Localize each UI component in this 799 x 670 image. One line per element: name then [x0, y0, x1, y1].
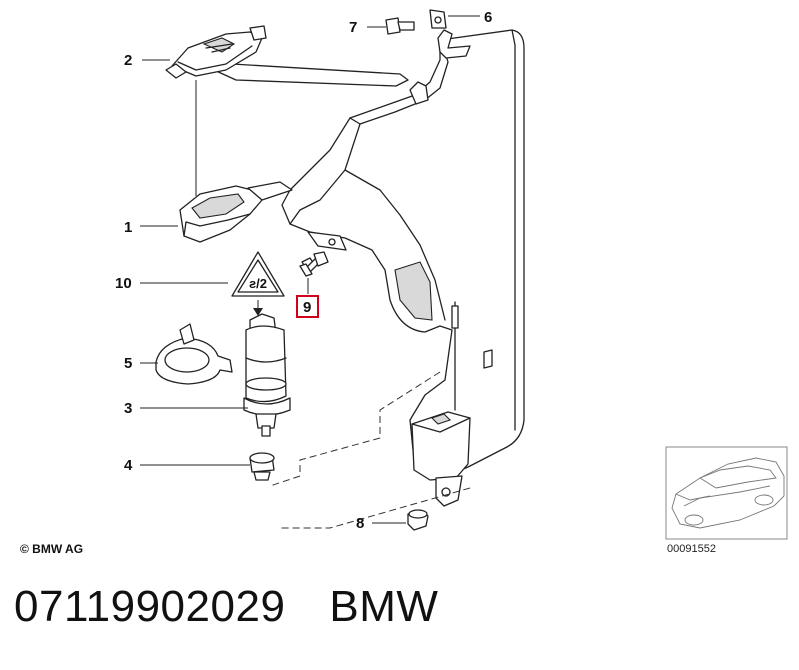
callout-2: 2	[124, 52, 132, 69]
image-number: 00091552	[667, 543, 716, 555]
callout-9-highlight-box	[296, 295, 319, 318]
callout-3: 3	[124, 400, 132, 417]
washer-pump	[243, 313, 291, 437]
assembly-guide-lines	[269, 371, 471, 529]
brand-name: BMW	[329, 582, 439, 631]
pump-holder-clip	[155, 323, 233, 385]
leader-lines	[140, 15, 480, 524]
callout-labels: 2 1 10 5 3 4 7 6 8 9	[115, 9, 492, 532]
screw-part-9	[299, 251, 329, 277]
clip-nut-part-6	[429, 9, 447, 29]
callout-9: 9	[303, 299, 311, 316]
part-info-line: 07119902029 BMW	[14, 582, 438, 632]
warning-label: ƨ/2	[231, 251, 285, 316]
callout-4: 4	[124, 457, 133, 474]
copyright-text: © BMW AG	[20, 542, 83, 556]
svg-text:ƨ/2: ƨ/2	[249, 276, 267, 291]
callout-10: 10	[115, 275, 132, 292]
filler-arm	[213, 63, 409, 87]
filler-cap	[165, 25, 267, 79]
callout-6: 6	[484, 9, 492, 26]
callout-8: 8	[356, 515, 364, 532]
callout-5: 5	[124, 355, 132, 372]
bolt-part-7	[385, 17, 415, 35]
callout-1: 1	[124, 219, 132, 236]
vehicle-thumbnail	[665, 446, 788, 540]
car-outline-icon	[671, 457, 785, 529]
nut-part-8	[407, 509, 429, 531]
filler-neck	[179, 181, 293, 243]
grommet	[249, 452, 275, 481]
washer-reservoir	[281, 29, 525, 507]
part-number: 07119902029	[14, 582, 286, 631]
callout-7: 7	[349, 19, 357, 36]
